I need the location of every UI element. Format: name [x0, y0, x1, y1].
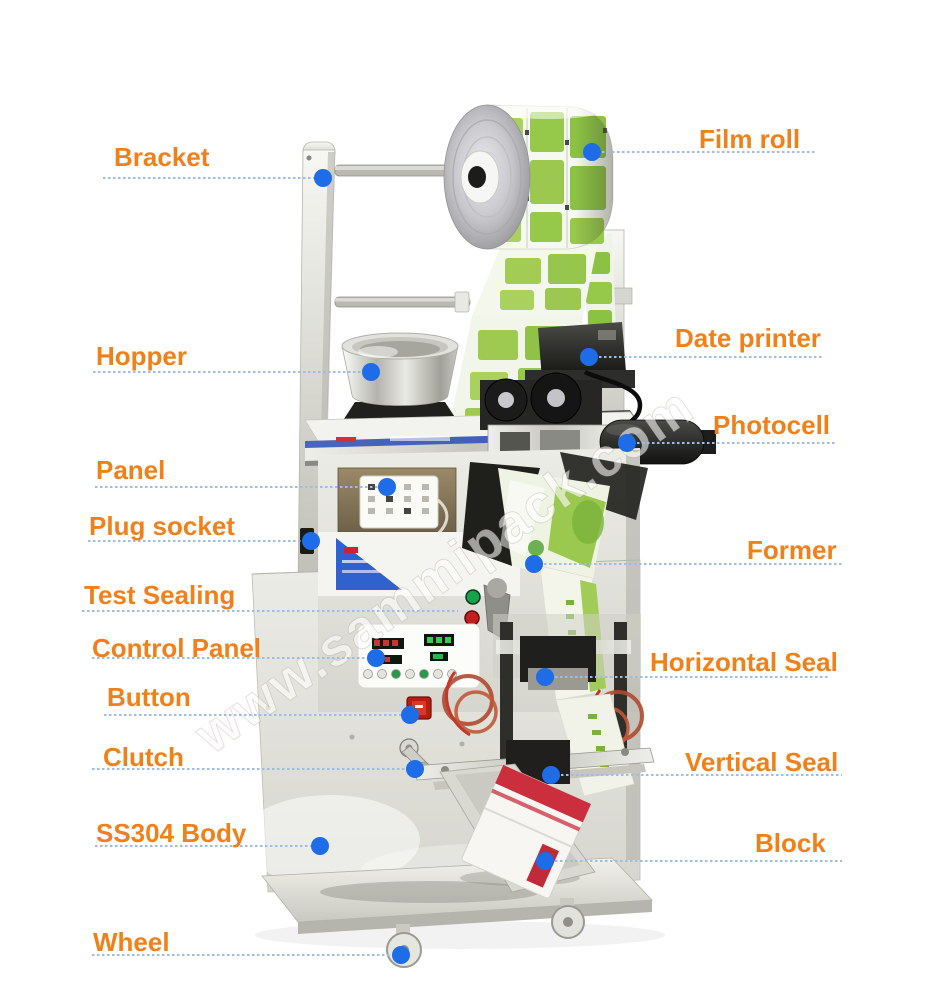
brand-decal: [336, 538, 402, 590]
label-bracket: Bracket: [114, 142, 210, 172]
dot-ss304-body: [311, 837, 329, 855]
dot-plug-socket: [302, 532, 320, 550]
label-block: Block: [755, 828, 826, 858]
dot-wheel: [392, 946, 410, 964]
sample-bag: [461, 764, 592, 899]
dot-bracket: [314, 169, 332, 187]
dot-vertical-seal: [542, 766, 560, 784]
label-button: Button: [107, 682, 191, 712]
dot-control-panel: [367, 649, 385, 667]
label-plug-socket: Plug socket: [89, 511, 235, 541]
dot-horizontal-seal: [536, 668, 554, 686]
control-panel: [357, 623, 481, 689]
label-control-panel: Control Panel: [92, 633, 262, 663]
dispenser-panel-sticker: [359, 475, 439, 529]
label-ss304-body: SS304 Body: [96, 818, 247, 848]
label-wheel: Wheel: [93, 927, 170, 957]
label-vertical-seal: Vertical Seal: [685, 747, 839, 777]
label-date-printer: Date printer: [675, 323, 821, 353]
dot-film-roll: [583, 143, 601, 161]
date-printer: [480, 322, 643, 466]
dot-clutch: [406, 760, 424, 778]
label-hopper: Hopper: [96, 341, 187, 371]
film-roll: [443, 101, 614, 250]
dot-former: [525, 555, 543, 573]
label-panel: Panel: [96, 455, 166, 485]
tension-rod: [334, 291, 471, 313]
sealing-mechanism: [442, 614, 644, 772]
callout-dots: [302, 143, 636, 964]
dot-button: [401, 706, 419, 724]
label-test-sealing: Test Sealing: [84, 580, 236, 610]
dot-block: [536, 852, 554, 870]
dot-panel: [378, 478, 396, 496]
label-horizontal-seal: Horizontal Seal: [650, 647, 838, 677]
film-shaft-rod: [334, 164, 471, 177]
dot-hopper: [362, 363, 380, 381]
red-button: [464, 610, 480, 626]
label-film-roll: Film roll: [699, 124, 801, 154]
dot-date-printer: [580, 348, 598, 366]
green-button: [465, 589, 481, 605]
label-clutch: Clutch: [103, 742, 184, 772]
hopper-bowl: [340, 332, 460, 425]
label-former: Former: [747, 535, 837, 565]
dot-photocell: [618, 434, 636, 452]
leader-lines: [82, 151, 842, 956]
label-photocell: Photocell: [713, 410, 831, 440]
former: [462, 452, 648, 584]
